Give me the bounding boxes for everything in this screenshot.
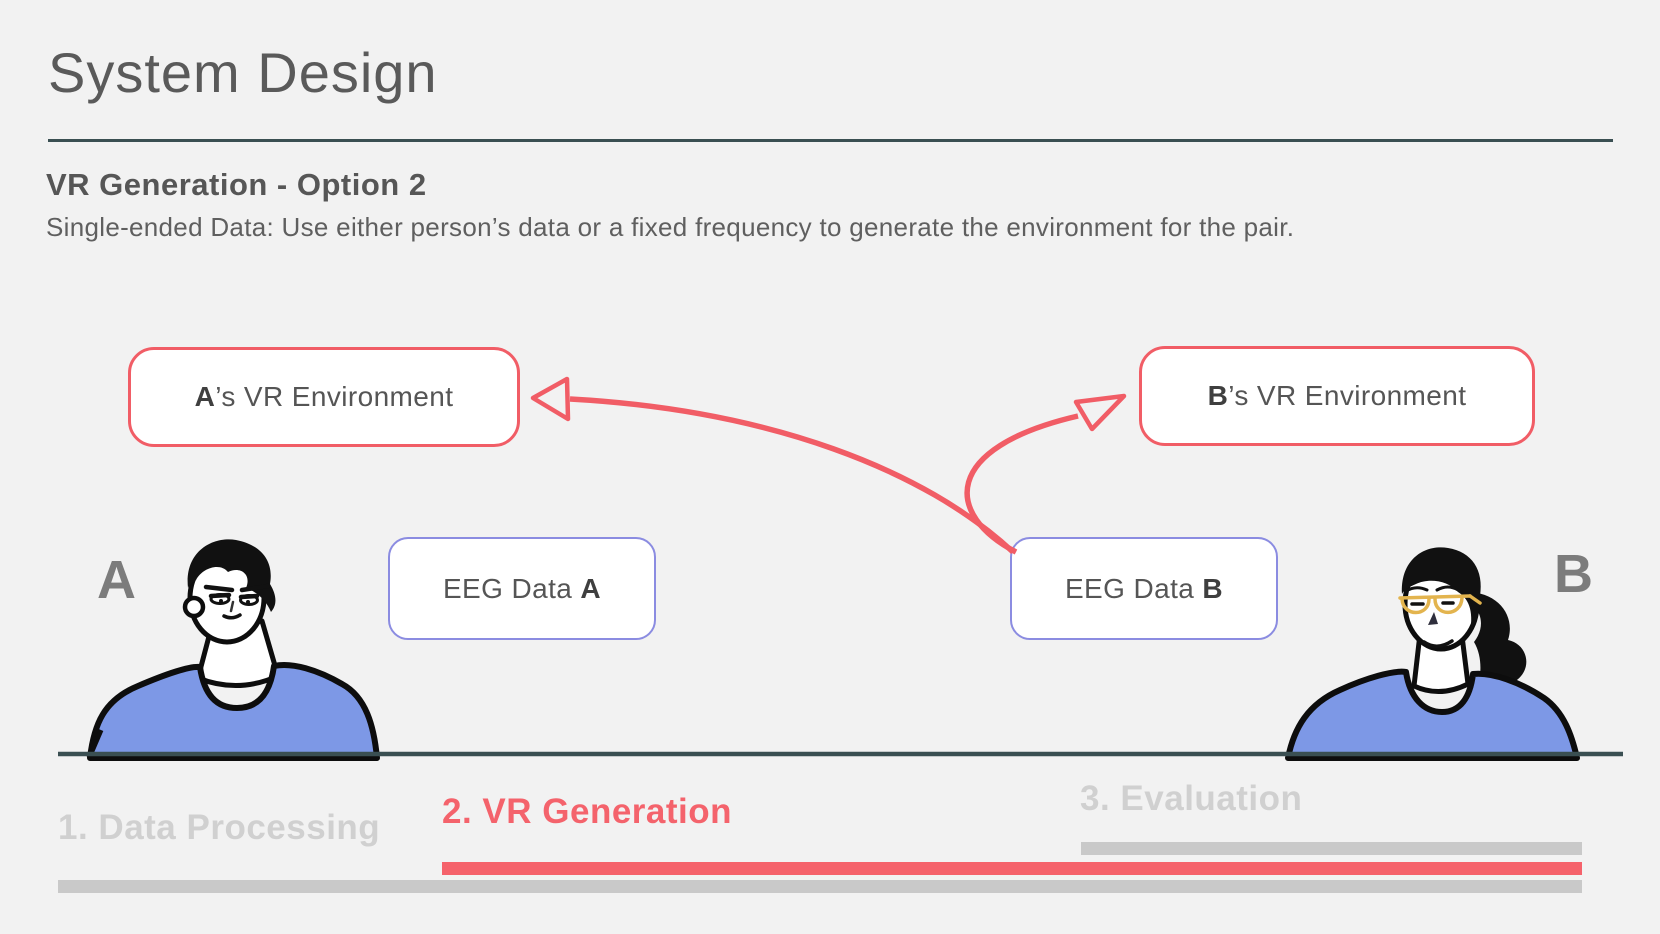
- vr-a-label: ’s VR Environment: [215, 381, 454, 412]
- step-data-processing: 1. Data Processing: [58, 808, 381, 847]
- person-b-illustration: [1285, 547, 1580, 761]
- section-subtitle: VR Generation - Option 2: [46, 167, 427, 202]
- eeg-data-b-box: EEG Data B: [1010, 537, 1278, 640]
- eeg-a-label: EEG Data: [442, 572, 581, 604]
- base-progress-bar: [58, 880, 1582, 893]
- eeg-a-bold-letter: A: [580, 572, 602, 604]
- curved-arrow-to-b-icon: [964, 393, 1127, 555]
- eeg-b-bold-letter: B: [1202, 572, 1224, 604]
- hair-icon: [1401, 547, 1481, 632]
- title-divider: [48, 139, 1613, 142]
- vr-b-bold-letter: B: [1207, 380, 1229, 411]
- vr-environment-a-box: A’s VR Environment: [128, 347, 520, 447]
- ear-icon: [182, 595, 206, 619]
- person-b-letter: B: [1554, 544, 1593, 604]
- ponytail-icon: [1458, 591, 1527, 717]
- curved-arrow-to-a-icon: [530, 376, 1015, 555]
- eeg-b-label: EEG Data: [1064, 572, 1203, 604]
- step-vr-generation: 2. VR Generation: [442, 792, 733, 831]
- section-description: Single-ended Data: Use either person’s d…: [46, 212, 1295, 242]
- eeg-data-a-box: EEG Data A: [388, 537, 656, 640]
- vr-environment-b-box: B’s VR Environment: [1139, 346, 1535, 446]
- step-evaluation: 3. Evaluation: [1080, 779, 1303, 818]
- active-step-progress-bar: [442, 862, 1582, 875]
- evaluation-progress-bar: [1081, 842, 1582, 855]
- hair-icon: [187, 539, 276, 612]
- vr-a-bold-letter: A: [194, 381, 216, 412]
- glasses-icon: [1398, 594, 1482, 615]
- vr-b-label: ’s VR Environment: [1228, 380, 1467, 411]
- page-title: System Design: [48, 41, 438, 104]
- person-a-letter: A: [97, 550, 136, 610]
